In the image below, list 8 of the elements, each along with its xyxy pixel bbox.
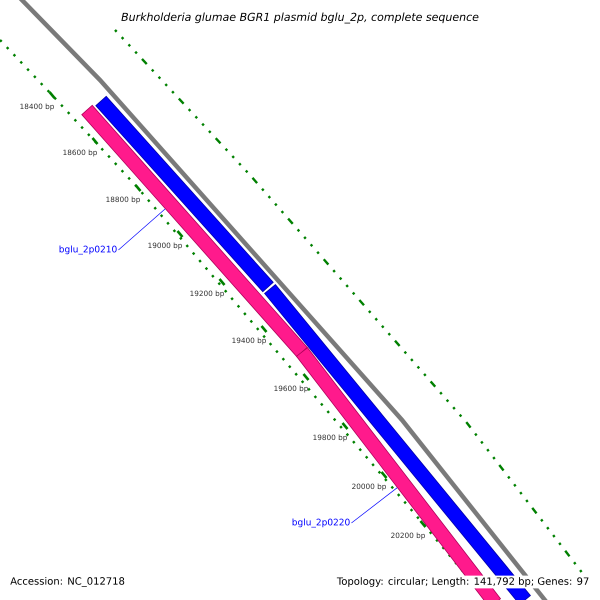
- leader-line: [118, 208, 166, 250]
- gene-label: bglu_2p0210: [60, 246, 117, 254]
- gene-bar: [264, 284, 531, 600]
- accession-text: Accession: NC_012718: [10, 577, 124, 587]
- title: Burkholderia glumae BGR1 plasmid bglu_2p, complete sequence: [121, 12, 478, 24]
- gene-label: bglu_2p0220: [292, 518, 350, 528]
- leader-line: [351, 487, 398, 524]
- topology-text: Topology: circular; Length: 141,792 bp; Genes: 97: [335, 576, 591, 588]
